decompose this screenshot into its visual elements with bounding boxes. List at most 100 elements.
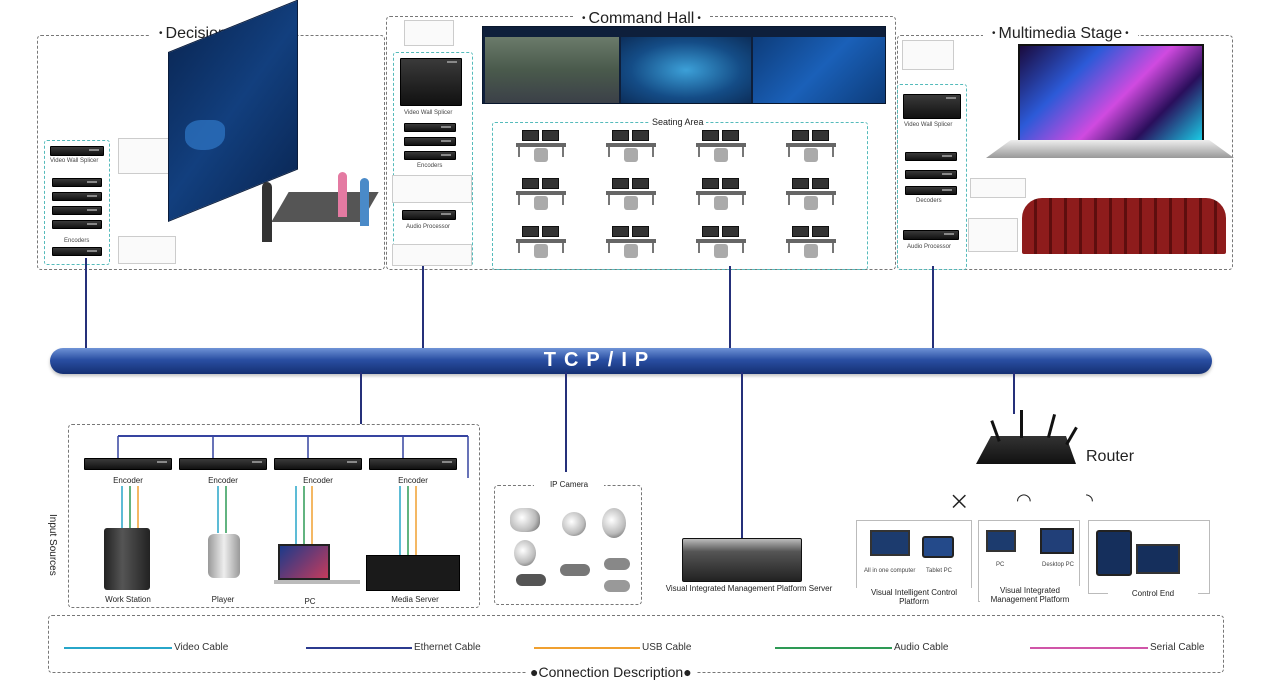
decision-room-wall-map-icon [185, 120, 225, 150]
bullet: ● [530, 664, 539, 680]
chair-icon [534, 244, 548, 258]
desk-leg [608, 147, 610, 157]
input-encoder-label: Encoder [398, 476, 428, 485]
desk-leg [742, 243, 744, 253]
network-drop-line [1013, 372, 1015, 414]
multimedia-stage-audio-processor-label: Audio Processor [907, 244, 952, 250]
chair-icon [624, 148, 638, 162]
monitor-icon [812, 178, 829, 189]
monitor-icon [612, 226, 629, 237]
command-hall-video-wall [482, 26, 886, 104]
desk-table [786, 239, 836, 243]
encoder-device [52, 206, 102, 215]
peripheral-devices-thumbnail [392, 175, 472, 203]
seating-desk [782, 178, 840, 214]
chair-icon [714, 196, 728, 210]
network-drop-line [85, 258, 87, 350]
cube-camera-icon [514, 540, 536, 566]
bullet-camera-icon [604, 580, 630, 592]
chair-icon [624, 196, 638, 210]
monitor-icon [612, 178, 629, 189]
desk-table [516, 191, 566, 195]
seating-desk [692, 130, 750, 166]
world-map-feed [621, 37, 751, 103]
network-drop-line [932, 266, 934, 350]
monitor-icon [812, 130, 829, 141]
chair-icon [804, 148, 818, 162]
laptop-icon [986, 530, 1016, 552]
chair-icon [624, 244, 638, 258]
monitor-icon [542, 226, 559, 237]
stage-led-screen [1018, 44, 1204, 144]
monitor-icon [812, 226, 829, 237]
desk-leg [832, 195, 834, 205]
tcpip-bus-label: TCP/IP [543, 349, 657, 371]
legend-line [64, 647, 172, 649]
desk-table [696, 239, 746, 243]
control-panel-label: Visual Integrated Management Platform [980, 586, 1080, 604]
monitor-icon [542, 178, 559, 189]
encoder-device [52, 220, 102, 229]
seating-area-title: Seating Area [650, 117, 706, 127]
decoder-device [905, 186, 957, 195]
monitor-icon [632, 178, 649, 189]
monitor-icon [632, 226, 649, 237]
desk-table [696, 191, 746, 195]
seating-desk [602, 226, 660, 262]
chair-icon [714, 148, 728, 162]
monitor-icon [722, 226, 739, 237]
bullet-camera-icon [516, 574, 546, 586]
desk-leg [698, 243, 700, 253]
tablet-icon [1096, 530, 1132, 576]
encoder-device [52, 178, 102, 187]
network-drop-line [741, 372, 743, 540]
legend-line [1030, 647, 1148, 649]
dashboard-feed [753, 37, 885, 103]
laptop-icon [1136, 544, 1180, 574]
input-encoder-device [274, 458, 362, 470]
monitor-icon [792, 226, 809, 237]
seating-desk [782, 130, 840, 166]
seating-desk [692, 178, 750, 214]
input-encoder-device [369, 458, 457, 470]
input-encoder-label: Encoder [113, 476, 143, 485]
decoder-device [905, 170, 957, 179]
command-hall-title: Command Hall [573, 10, 710, 28]
laptop-base [274, 580, 360, 584]
multimedia-stage-splicer-label: Video Wall Splicer [904, 122, 953, 128]
desk-leg [788, 195, 790, 205]
player-icon [208, 534, 240, 578]
monitor-icon [792, 130, 809, 141]
laptop-icon [278, 544, 330, 580]
monitor-icon [702, 178, 719, 189]
router-icon [976, 436, 1076, 464]
legend-label: Ethernet Cable [414, 642, 481, 653]
desk-leg [562, 147, 564, 157]
input-device-label: Media Server [391, 595, 439, 604]
multimedia-stage-decoders-label: Decoders [916, 198, 942, 204]
command-hall-splicer-device [400, 58, 462, 106]
desk-leg [562, 195, 564, 205]
desk-leg [518, 243, 520, 253]
monitor-icon [522, 226, 539, 237]
connection-description-title: ●Connection Description● [526, 664, 696, 680]
command-hall-encoders-label: Encoders [417, 163, 443, 169]
decision-room-splicer-device [50, 146, 104, 156]
legend-label: USB Cable [642, 642, 692, 653]
seating-desk [602, 178, 660, 214]
monitor-icon [722, 130, 739, 141]
multimedia-stage-title: Multimedia Stage [983, 25, 1138, 43]
monitor-icon [542, 130, 559, 141]
desk-leg [652, 195, 654, 205]
input-encoder-label: Encoder [303, 476, 333, 485]
encoder-device [404, 123, 456, 132]
person-icon [360, 178, 369, 226]
network-drop-line [118, 435, 468, 437]
input-encoder-device [84, 458, 172, 470]
ptz-camera-icon [510, 508, 540, 532]
desk-leg [742, 195, 744, 205]
input-encoder-label: Encoder [208, 476, 238, 485]
control-panel-label: Control End [1108, 589, 1198, 598]
monitor-icon [522, 178, 539, 189]
